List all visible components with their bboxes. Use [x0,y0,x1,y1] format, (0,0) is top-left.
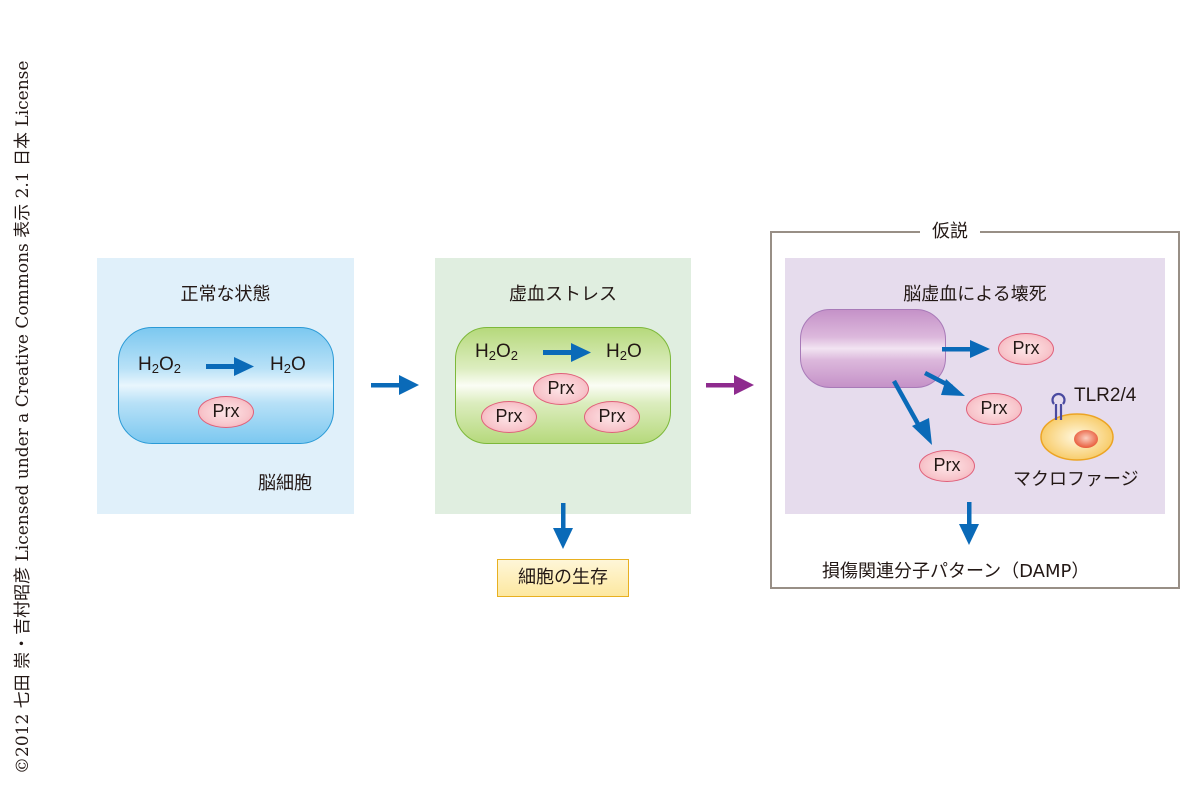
release-arrow [942,340,990,358]
panel-title: 虚血ストレス [509,284,617,305]
release-arrow [892,379,932,445]
damp-label: 損傷関連分子パターン（DAMP） [822,561,1090,582]
released-prx: Prx [998,333,1054,365]
tlr-receptor-icon [1051,392,1066,420]
flow-arrow-right [371,375,419,395]
flow-arrow-right-purple [706,375,754,395]
necrotic-cell [800,309,946,388]
panel-title: 正常な状態 [180,284,271,305]
prx-enzyme: Prx [533,373,589,405]
prx-enzyme: Prx [584,401,640,433]
flow-arrow-down [553,503,573,549]
tlr-receptor-label: TLR2/4 [1074,385,1137,406]
reactant-h2o2: H2O2 [138,354,181,376]
release-arrow [923,371,965,396]
panel-title: 脳虚血による壊死 [903,284,1047,305]
released-prx: Prx [966,393,1022,425]
prx-enzyme: Prx [481,401,537,433]
hypothesis-label: 仮説 [920,217,980,243]
prx-enzyme: Prx [198,396,254,428]
brain-cell-label: 脳細胞 [258,473,312,494]
hypothesis-frame: 仮説 [770,217,1180,589]
product-h2o: H2O [606,341,642,363]
cell-survival-box: 細胞の生存 [497,559,629,597]
product-h2o: H2O [270,354,306,376]
macrophage-nucleus [1074,430,1098,448]
flow-arrow-down [959,502,979,545]
reaction-arrow [543,343,591,362]
reaction-arrow [206,357,254,376]
macrophage-label: マクロファージ [1013,469,1139,490]
reactant-h2o2: H2O2 [475,341,518,363]
released-prx: Prx [919,450,975,482]
